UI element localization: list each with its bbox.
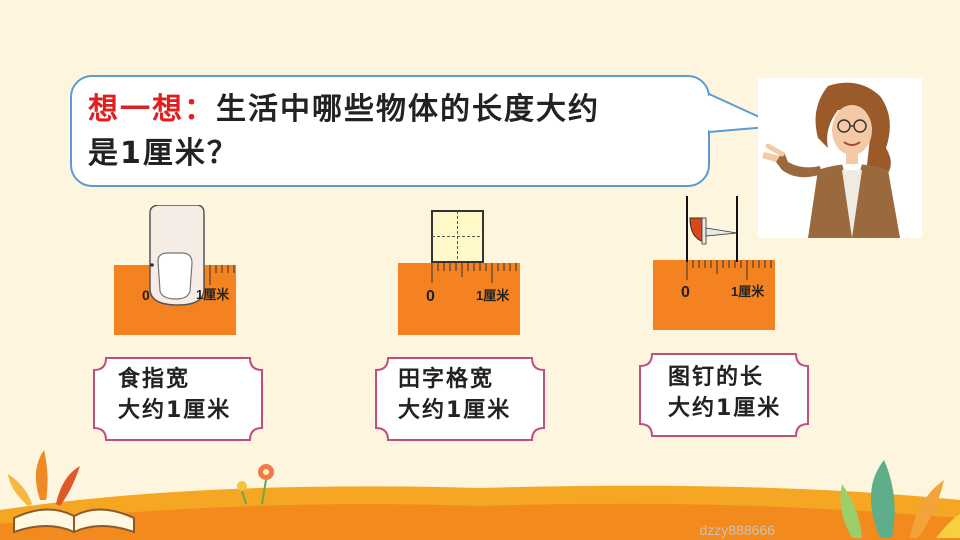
- ruler-finger-figure: 0 1厘米: [114, 205, 236, 335]
- caption-line2: 大约1厘米: [398, 398, 512, 423]
- ruler-body: [398, 263, 520, 335]
- question-label: 想一想：: [88, 92, 216, 127]
- caption-line2: 大约1厘米: [668, 396, 782, 421]
- caption-frame-finger: [93, 357, 263, 441]
- question-text: 想一想：生活中哪些物体的长度大约 是1厘米？: [88, 88, 688, 176]
- teacher-illustration: [758, 78, 922, 238]
- caption-line2: 大约1厘米: [118, 398, 232, 423]
- flower-icon: [237, 464, 274, 505]
- speech-bubble: [70, 75, 710, 187]
- caption-line1: 食指宽: [118, 367, 191, 392]
- ruler-zero-label: 0: [681, 284, 690, 301]
- question-line2: 是1厘米？: [88, 136, 239, 171]
- leaves-left-icon: [8, 450, 80, 506]
- watermark: dzzy888666: [699, 522, 775, 538]
- ruler-tianzige-figure: 0 1厘米: [398, 210, 520, 335]
- caption-frame-tianzige: [375, 357, 545, 441]
- caption-line1: 图钉的长: [668, 365, 765, 390]
- ruler-zero-label: 0: [142, 287, 150, 303]
- ruler-one-label: 1厘米: [731, 284, 765, 299]
- ruler-one-label: 1厘米: [476, 288, 510, 303]
- question-line1: 生活中哪些物体的长度大约: [216, 92, 600, 127]
- caption-tianzige: 田字格宽 大约1厘米: [398, 364, 511, 426]
- caption-frame-thumbtack: [639, 353, 809, 437]
- ruler-body: [653, 260, 775, 330]
- ruler-thumbtack-figure: 0 1厘米: [653, 196, 775, 330]
- ruler-zero-label: 0: [426, 288, 435, 305]
- caption-thumbtack: 图钉的长 大约1厘米: [668, 362, 781, 424]
- caption-line1: 田字格宽: [398, 367, 495, 392]
- ruler-one-label: 1厘米: [196, 287, 230, 302]
- book-icon: [13, 508, 135, 534]
- caption-finger: 食指宽 大约1厘米: [118, 364, 231, 426]
- leaves-right-icon: [840, 460, 960, 538]
- bottom-decoration: [0, 450, 960, 540]
